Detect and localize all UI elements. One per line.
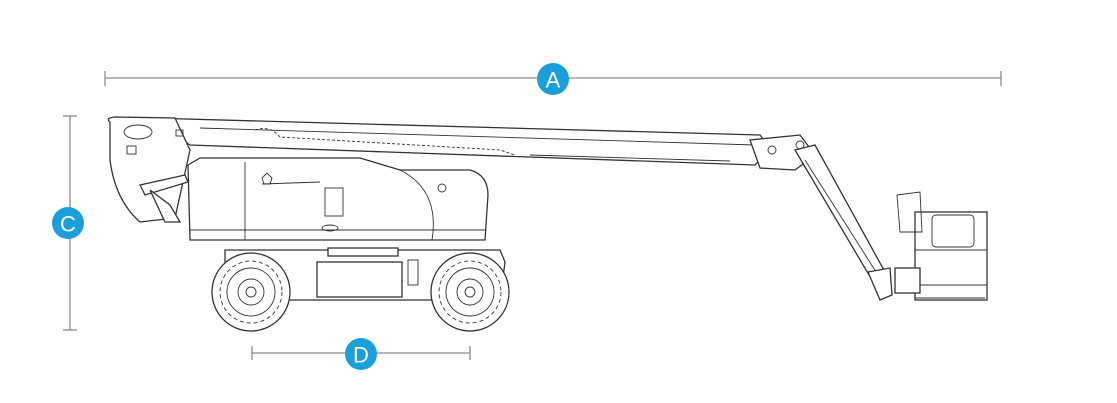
badge-a-label: A [546,68,561,93]
badge-a: A [537,63,569,95]
badge-d-label: D [353,343,369,368]
front-wheel [430,252,510,332]
platform-basket [894,191,988,301]
badge-c-label: C [60,212,76,237]
badge-d: D [345,338,377,370]
rear-wheel [211,252,291,332]
badge-c: C [52,207,84,239]
boom-lift-machine [107,116,988,332]
